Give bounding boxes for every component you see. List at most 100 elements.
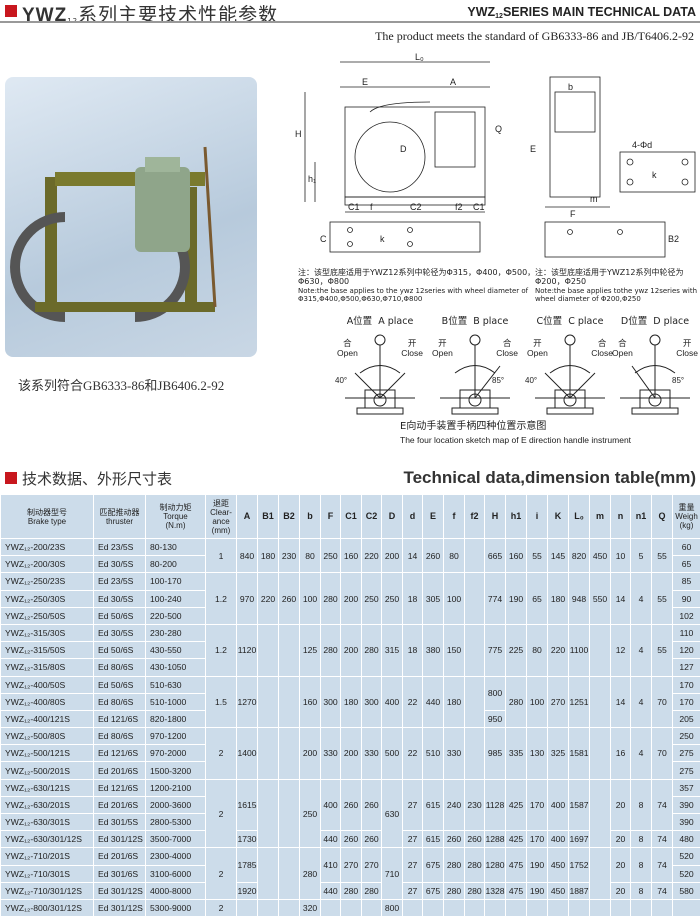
- table-cell: 2: [205, 727, 237, 780]
- note-right-en: Note:the base applies tothe ywz 12series…: [535, 287, 698, 303]
- brake-type-cell: YWZ₁₂-710/301/12S: [0, 881, 94, 900]
- table-cell: 20: [610, 778, 631, 832]
- thruster-cell: Ed 50/6S: [93, 641, 146, 660]
- table-cell: [464, 727, 485, 780]
- torque-cell: 1200-2100: [145, 778, 206, 797]
- thruster-cell: Ed 30/5S: [93, 555, 146, 574]
- table-cell: 190: [505, 572, 527, 625]
- table-cell: 275: [672, 744, 700, 763]
- table-cell: [257, 675, 279, 729]
- table-cell: 450: [547, 881, 569, 900]
- table-cell: [589, 778, 611, 849]
- torque-cell: 3500-7000: [145, 830, 206, 849]
- table-cell: 160: [340, 537, 362, 574]
- table-cell: [278, 623, 300, 677]
- table-cell: [547, 898, 569, 917]
- label-L0: L₀: [415, 52, 424, 62]
- table-cell: 27: [402, 881, 423, 900]
- table-cell: 1288: [484, 830, 506, 849]
- brake-type-cell: YWZ₁₂-400/50S: [0, 675, 94, 694]
- table-cell: 1615: [236, 778, 258, 832]
- brake-type-cell: YWZ₁₂-400/80S: [0, 692, 94, 711]
- table-cell: 190: [526, 881, 548, 900]
- table-cell: 14: [610, 572, 631, 625]
- table-cell: 774: [484, 572, 506, 625]
- table-cell: [236, 898, 258, 917]
- table-cell: 1752: [568, 847, 590, 883]
- table-cell: 74: [651, 778, 673, 832]
- table-cell: 2: [205, 778, 237, 849]
- base-plan-right: [544, 221, 666, 258]
- table-cell: 8: [630, 778, 652, 832]
- column-header: D: [381, 494, 403, 539]
- table-cell: 190: [526, 847, 548, 883]
- table-cell: 357: [672, 778, 700, 797]
- torque-cell: 5300-9000: [145, 898, 206, 917]
- table-cell: [257, 623, 279, 677]
- table-cell: 675: [422, 881, 444, 900]
- table-cell: 1270: [236, 675, 258, 729]
- place-angle: 85°: [672, 376, 685, 385]
- table-cell: 18: [402, 572, 423, 625]
- handle-sketch-icon: [535, 334, 605, 415]
- table-cell: [422, 898, 444, 917]
- table-cell: [630, 898, 652, 917]
- thruster-cell: Ed 301/12S: [93, 830, 146, 849]
- table-cell: 55: [651, 623, 673, 677]
- page-title: YWZ12系列主要技术性能参数: [22, 0, 278, 27]
- table-cell: 1697: [568, 830, 590, 849]
- place-right-label: 开 Close: [676, 338, 698, 358]
- handle-sketch-icon: [345, 334, 415, 415]
- table-cell: 14: [610, 675, 631, 729]
- handle-place-a: A位置 A place 合 Open 开 Close 40°: [335, 316, 425, 416]
- thruster-cell: Ed 50/6S: [93, 675, 146, 694]
- column-header: Q: [651, 494, 673, 539]
- table-cell: 180: [547, 572, 569, 625]
- column-header: b: [299, 494, 321, 539]
- table-cell: [278, 675, 300, 729]
- table-cell: 180: [443, 675, 465, 729]
- label-C1-right: C1: [473, 202, 485, 212]
- table-cell: [464, 623, 485, 677]
- table-cell: 27: [402, 778, 423, 832]
- table-cell: 950: [484, 709, 506, 729]
- thruster-cell: Ed 50/6S: [93, 606, 146, 625]
- table-cell: 8: [630, 881, 652, 900]
- table-cell: 800: [484, 675, 506, 711]
- column-header: i: [526, 494, 548, 539]
- table-cell: 270: [340, 847, 362, 883]
- page-title-en: YWZ12SERIES MAIN TECHNICAL DATA: [467, 5, 696, 20]
- table-cell: 280: [443, 847, 465, 883]
- table-cell: 70: [651, 727, 673, 780]
- table-cell: 1251: [568, 675, 590, 729]
- brake-type-cell: YWZ₁₂-400/121S: [0, 709, 94, 729]
- table-cell: 170: [526, 830, 548, 849]
- place-left-label: 合 Open: [337, 338, 358, 358]
- label-b: b: [568, 82, 573, 92]
- table-cell: 400: [320, 778, 341, 832]
- column-header: f2: [464, 494, 485, 539]
- place-right-label: 开 Close: [401, 338, 423, 358]
- table-cell: 440: [422, 675, 444, 729]
- torque-cell: 100-240: [145, 589, 206, 608]
- thruster-cell: Ed 121/6S: [93, 709, 146, 729]
- table-cell: [589, 847, 611, 900]
- table-cell: 260: [340, 830, 362, 849]
- column-header: B1: [257, 494, 279, 539]
- table-cell: 1730: [236, 830, 258, 849]
- table-cell: 400: [381, 675, 403, 729]
- table-cell: 18: [402, 623, 423, 677]
- table-cell: 22: [402, 727, 423, 780]
- table-cell: 205: [672, 709, 700, 729]
- thruster-cell: Ed 30/5S: [93, 623, 146, 643]
- table-cell: 325: [547, 727, 569, 780]
- table-cell: 12: [610, 623, 631, 677]
